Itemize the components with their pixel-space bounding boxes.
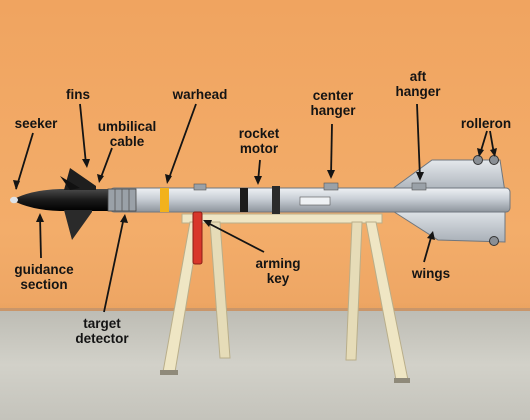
pointer-arrowheads — [13, 148, 497, 240]
wall-base-line — [0, 308, 530, 311]
stand-foot — [160, 370, 178, 375]
missile-stand — [160, 213, 410, 383]
center-hanger-fitting — [323, 182, 339, 191]
warhead-band — [160, 188, 169, 212]
label-arming-key: arming key — [255, 256, 301, 286]
lower-wing — [386, 207, 506, 243]
label-guidance-section: guidance section — [14, 262, 74, 292]
forward-hanger — [193, 183, 207, 191]
motor-clamp — [272, 186, 280, 214]
label-target-detector: target detector — [75, 316, 129, 346]
label-fins: fins — [65, 87, 90, 102]
stand-leg-back-left — [209, 221, 231, 359]
seeker-nose — [12, 189, 112, 211]
label-warhead: warhead — [172, 87, 228, 102]
upper-wing — [386, 159, 506, 193]
floor — [0, 310, 530, 420]
rollerons — [473, 155, 499, 246]
label-rocket-motor: rocket motor — [238, 126, 280, 156]
stand-leg-front-right — [365, 221, 409, 381]
label-aft-hanger: aft hanger — [395, 69, 441, 99]
body-placard — [299, 196, 331, 206]
rolleron-wheel — [473, 155, 483, 165]
fin — [64, 210, 92, 240]
fin — [60, 176, 80, 190]
stand-top-beam — [181, 213, 383, 224]
seeker-dome — [10, 196, 18, 204]
label-center-hanger: center hanger — [310, 88, 356, 118]
rocket-motor-band — [240, 188, 248, 212]
stand-foot — [394, 378, 410, 383]
label-wings: wings — [411, 266, 451, 281]
label-seeker: seeker — [14, 116, 58, 131]
label-rolleron: rolleron — [460, 116, 512, 131]
stand-leg-back-right — [345, 221, 363, 361]
arming-key — [192, 211, 203, 265]
rolleron-wheel — [489, 236, 499, 246]
pointer-lines — [15, 103, 495, 313]
aft-hanger-fitting — [411, 182, 427, 191]
rolleron-wheel — [489, 155, 499, 165]
label-umbilical-cable: umbilical cable — [97, 119, 157, 149]
